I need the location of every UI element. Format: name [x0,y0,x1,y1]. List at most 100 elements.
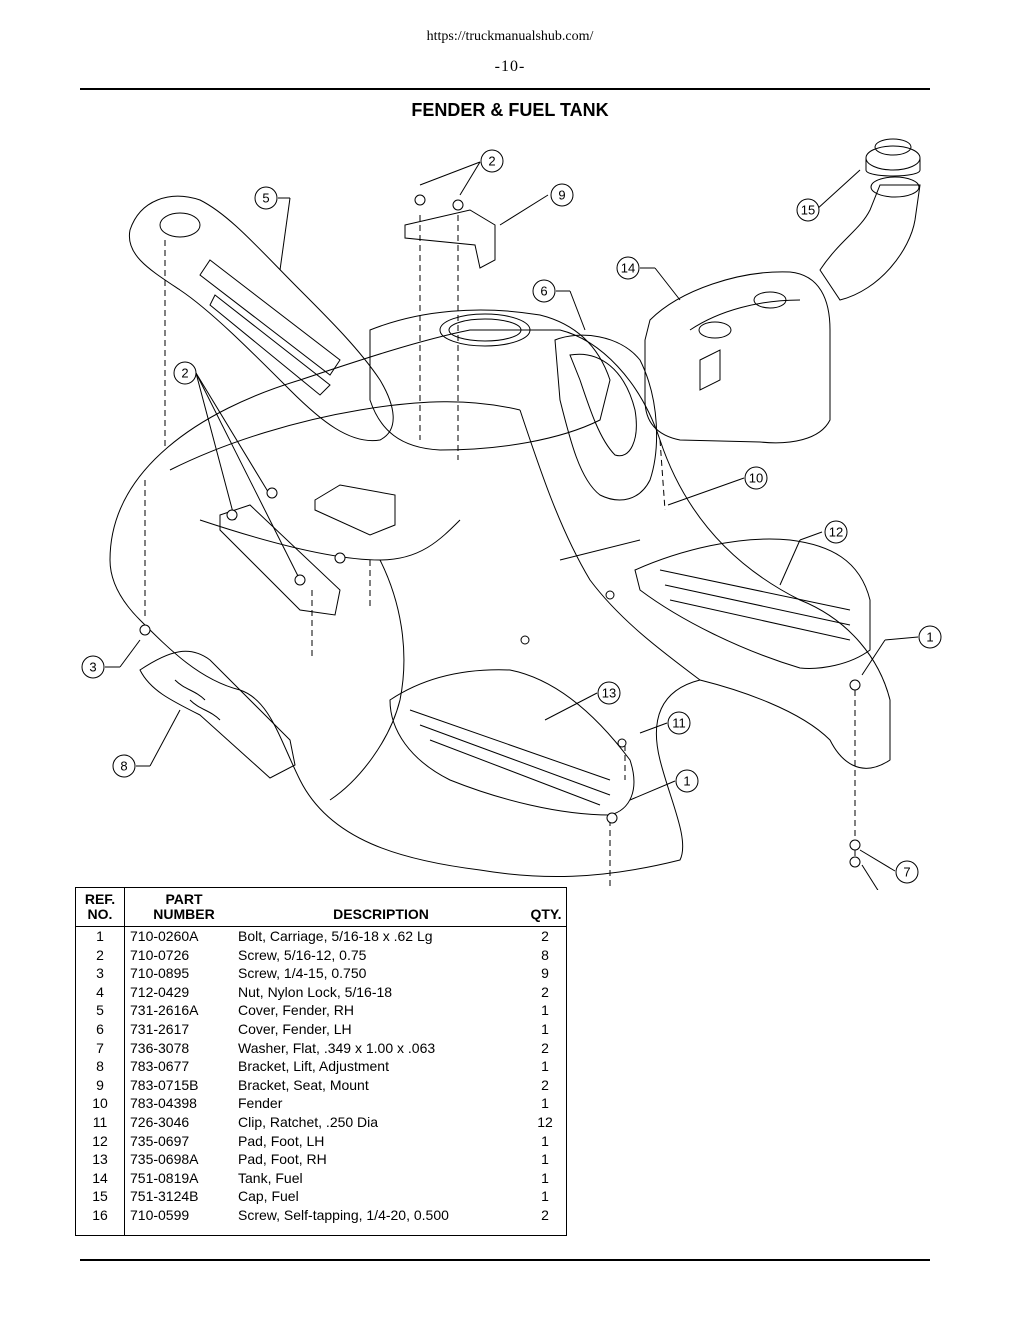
qty-cell: 12 [537,1114,553,1130]
qty-cell: 1 [541,1002,549,1019]
callout-15: 15 [796,198,820,222]
table-row: 8 783-0677 Bracket, Lift, Adjustment 1 [76,1058,566,1077]
qty-cell: 1 [541,1151,549,1168]
table-row: 4 712-0429 Nut, Nylon Lock, 5/16-18 2 [76,984,566,1003]
svg-text:14: 14 [621,261,635,276]
part-number-cell: 731-2617 [130,1021,190,1037]
ref-cell: 4 [96,983,104,1000]
svg-text:2: 2 [181,366,188,381]
callout-12: 12 [824,520,848,544]
description-cell: Fender [238,1095,283,1112]
svg-text:5: 5 [262,191,269,206]
part-number-cell: 735-0697 [130,1132,190,1149]
part-number-cell: 783-0715B [130,1076,199,1093]
callout-1-center: 1 [675,769,699,793]
part-number-cell: 751-0819A [130,1169,199,1186]
seat-bracket [404,209,496,269]
description-cell: Tank, Fuel [238,1169,303,1186]
part-number-cell: 783-0677 [130,1058,190,1075]
source-url: https://truckmanualshub.com/ [426,29,594,44]
description-cell: Screw, 1/4-15, 0.750 [238,965,367,982]
callout-13: 13 [597,681,621,705]
qty-cell: 2 [541,1207,549,1223]
lh-fender-cover [554,334,658,501]
qty-cell: 1 [541,1095,549,1112]
qty-cell: 1 [541,1132,549,1149]
header-ref-no: REF. NO. [84,891,116,922]
ref-cell: 7 [96,1039,104,1056]
callout-8: 8 [112,754,136,778]
description-cell: Bracket, Seat, Mount [238,1076,369,1093]
part-number-cell: 710-0895 [130,965,190,982]
description-cell: Washer, Flat, .349 x 1.00 x .063 [238,1039,436,1056]
page-number: -10- [494,58,526,75]
description-cell: Screw, 5/16-12, 0.75 [238,946,367,963]
description-cell: Bracket, Lift, Adjustment [238,1058,389,1075]
svg-text:6: 6 [540,284,547,299]
ref-cell: 16 [92,1207,108,1223]
callout-3: 3 [81,655,105,679]
description-cell: Nut, Nylon Lock, 5/16-18 [238,983,393,1000]
description-cell: Clip, Ratchet, .250 Dia [238,1114,379,1130]
qty-cell: 9 [541,965,549,982]
part-number-cell: 736-3078 [130,1039,190,1056]
svg-text:3: 3 [89,660,96,675]
qty-cell: 2 [541,1039,549,1056]
part-number-cell: 710-0599 [130,1207,190,1223]
description-cell: Cap, Fuel [238,1188,299,1205]
qty-cell: 1 [541,1058,549,1075]
lift-bracket [139,650,296,779]
fender-body [109,329,891,878]
svg-text:10: 10 [749,471,763,486]
svg-text:12: 12 [829,525,843,540]
part-number-cell: 726-3046 [130,1114,190,1130]
callout-1-right: 1 [918,625,942,649]
header-part-number: PART NUMBER [153,891,215,922]
fuel-tank [644,271,831,444]
bottom-rule [80,1259,930,1261]
description-cell: Cover, Fender, RH [238,1002,354,1019]
description-cell: Pad, Foot, LH [238,1132,325,1149]
callout-14: 14 [616,256,640,280]
svg-text:8: 8 [120,759,127,774]
ref-cell: 6 [96,1021,104,1037]
top-rule [80,88,930,90]
qty-cell: 2 [541,983,549,1000]
callout-7-right: 7 [895,860,919,884]
callout-10: 10 [744,466,768,490]
header-description: DESCRIPTION [333,906,429,922]
svg-text:15: 15 [801,203,815,218]
exploded-parts-diagram: 2 9 5 15 14 6 2 10 12 1 3 13 11 1 8 7 4 … [81,138,942,890]
ref-cell: 15 [92,1188,108,1205]
svg-text:2: 2 [488,154,495,169]
ref-cell: 12 [92,1132,108,1149]
qty-cell: 1 [541,1021,549,1037]
table-row: 12 735-0697 Pad, Foot, LH 1 [76,1133,566,1152]
part-number-cell: 735-0698A [130,1151,199,1168]
ref-cell: 5 [96,1002,104,1019]
ref-cell: 11 [92,1114,108,1130]
part-number-cell: 783-04398 [130,1095,197,1112]
ref-cell: 8 [96,1058,104,1075]
qty-cell: 8 [541,946,549,963]
description-cell: Pad, Foot, RH [238,1151,327,1168]
qty-cell: 2 [541,928,549,944]
ref-cell: 1 [96,928,104,944]
svg-text:1: 1 [926,630,933,645]
callout-11: 11 [667,711,691,735]
ref-cell: 2 [96,946,104,963]
part-number-cell: 712-0429 [130,983,190,1000]
qty-cell: 2 [541,1076,549,1093]
lh-foot-pad [634,538,871,669]
callout-2-top: 2 [480,149,504,173]
part-number-cell: 710-0260A [130,928,199,944]
part-number-cell: 751-3124B [130,1188,199,1205]
rh-foot-pad [389,669,635,816]
